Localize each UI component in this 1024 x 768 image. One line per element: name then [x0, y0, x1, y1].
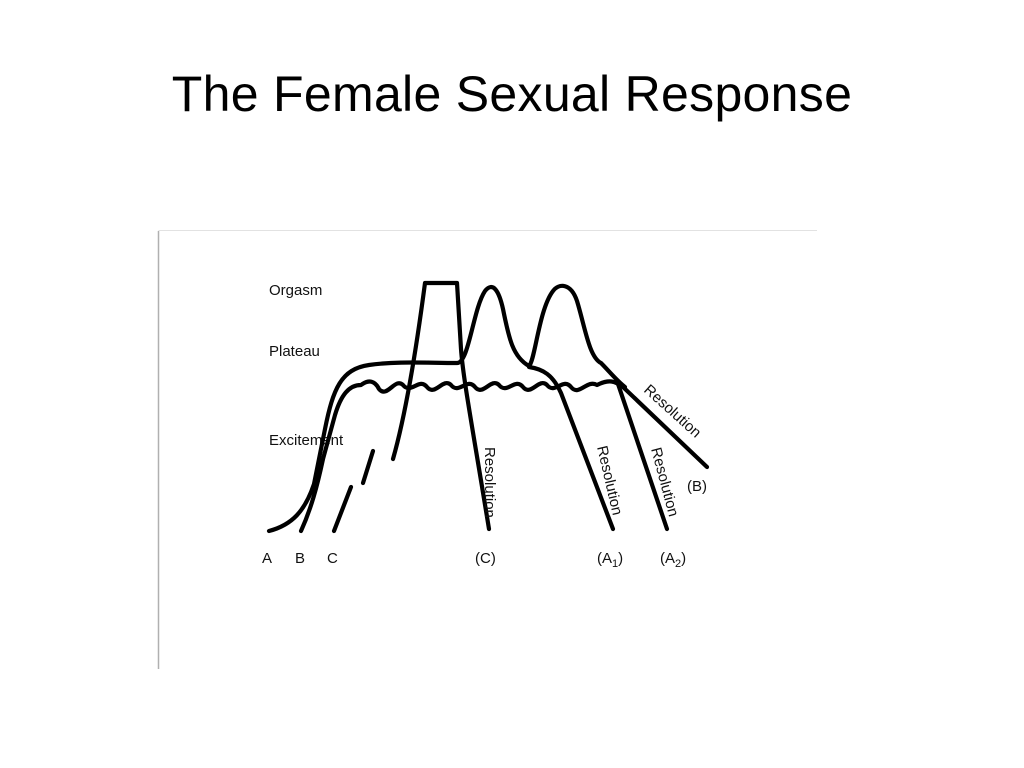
orgasm-label: Orgasm: [269, 282, 322, 299]
curve-c-segment-1: [331, 484, 354, 534]
end-label-c: (C): [475, 550, 496, 567]
curve-c-segment-3: [390, 280, 492, 532]
start-label-c: C: [327, 550, 338, 567]
start-label-b: B: [295, 550, 305, 567]
curve-c-segment-2: [360, 448, 376, 486]
resolution-label-a1: Resolution: [593, 444, 626, 517]
curve-a: [266, 283, 628, 534]
end-label-a2-close: ): [681, 550, 686, 567]
diagram-canvas: Orgasm Plateau Excitement Resolution Res…: [157, 230, 817, 669]
excitement-label: Excitement: [269, 432, 344, 449]
resolution-label-c: Resolution: [481, 447, 498, 518]
curve-a1-resolution: [526, 364, 616, 532]
end-label-a1-base: (A: [597, 550, 612, 567]
curve-b: [298, 379, 710, 534]
curve-a2-resolution: [614, 378, 670, 532]
end-label-a1-sub: 1: [612, 558, 618, 570]
end-label-b: (B): [687, 478, 707, 495]
end-label-a1-close: ): [618, 550, 623, 567]
plateau-label: Plateau: [269, 343, 320, 360]
end-label-a2-base: (A: [660, 550, 675, 567]
end-label-a2: (A2): [660, 550, 686, 570]
slide-title: The Female Sexual Response: [171, 66, 853, 122]
response-cycle-diagram: Orgasm Plateau Excitement Resolution Res…: [157, 229, 817, 669]
end-label-a2-sub: 2: [675, 558, 681, 570]
end-label-a1: (A1): [597, 550, 623, 570]
start-label-a: A: [262, 550, 272, 567]
